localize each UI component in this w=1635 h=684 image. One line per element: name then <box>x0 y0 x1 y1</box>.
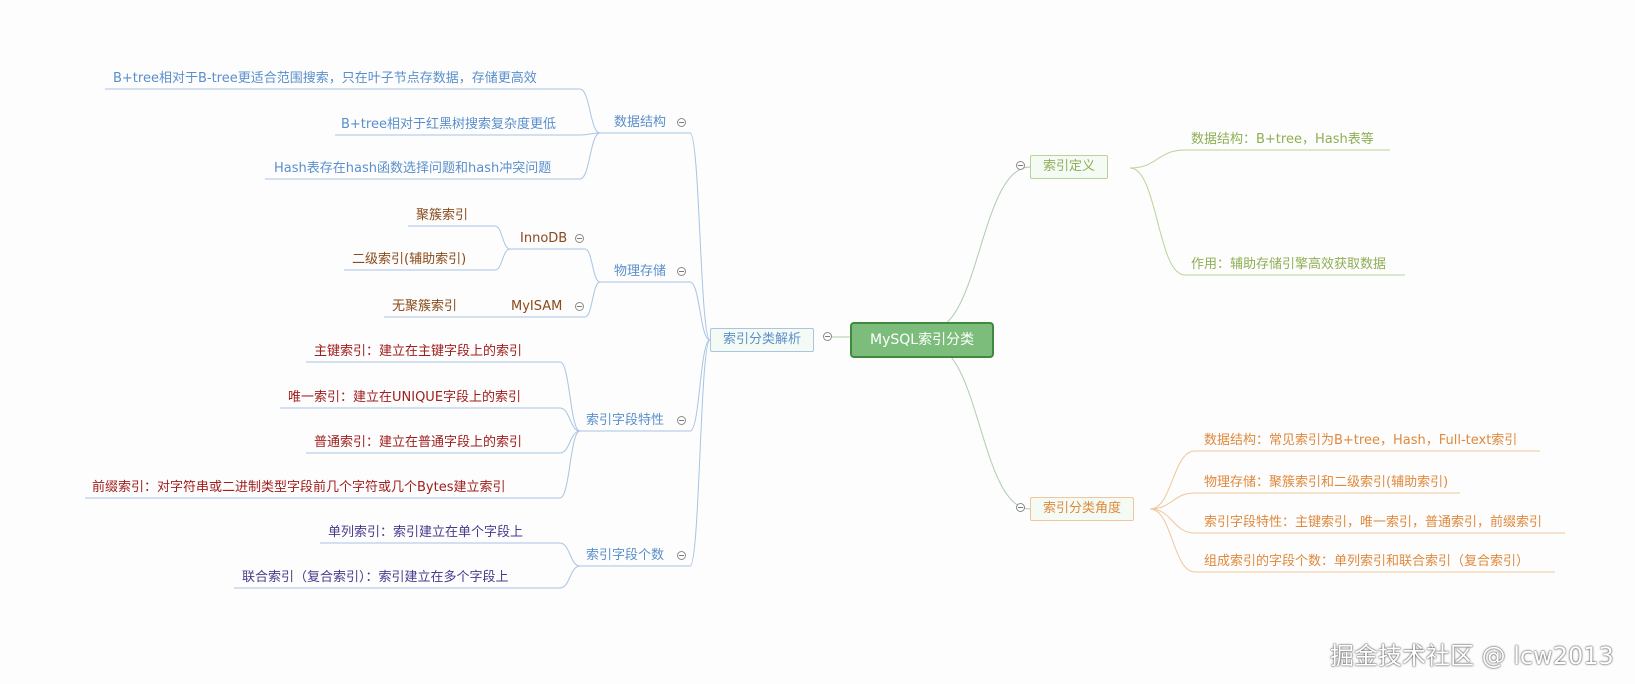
root-label: MySQL索引分类 <box>870 332 975 348</box>
leaf-single-column: 单列索引：索引建立在单个字段上 <box>328 525 524 540</box>
connector-curve <box>559 407 581 432</box>
connector-curve <box>689 339 711 567</box>
leaf-normal-index: 普通索引：建立在普通字段上的索引 <box>314 435 523 450</box>
connector-curve <box>1129 167 1186 276</box>
connector-curve <box>689 339 711 432</box>
collapse-icon[interactable] <box>677 551 686 560</box>
group-field-properties[interactable]: 索引字段特性 <box>586 413 665 428</box>
subgroup-innodb[interactable]: InnoDB <box>520 231 568 246</box>
subgroup-myisam[interactable]: MyISAM <box>511 299 563 314</box>
leaf-secondary-index: 二级索引(辅助索引) <box>352 252 467 267</box>
connector-curve <box>494 248 511 271</box>
branch-label: 索引分类角度 <box>1043 501 1122 516</box>
connector-curve <box>559 565 581 589</box>
group-data-structure[interactable]: 数据结构 <box>614 115 667 130</box>
leaf-primary-key: 主键索引：建立在主键字段上的索引 <box>314 344 523 359</box>
leaf-definition-structure: 数据结构：B+tree，Hash表等 <box>1191 132 1374 147</box>
branch-node-index-definition[interactable]: 索引定义 <box>1030 155 1109 179</box>
collapse-icon[interactable] <box>1016 161 1025 170</box>
collapse-icon[interactable] <box>677 267 686 276</box>
branch-label: 索引定义 <box>1043 159 1096 174</box>
connector-curve <box>559 361 581 432</box>
connector-curve <box>1129 149 1186 169</box>
connector-curve <box>929 166 1031 331</box>
collapse-icon[interactable] <box>575 302 584 311</box>
root-node[interactable]: MySQL索引分类 <box>850 322 995 358</box>
connector-curve <box>1149 492 1196 510</box>
leaf-prefix-index: 前缀索引：对字符串或二进制类型字段前几个字符或几个Bytes建立索引 <box>92 480 506 495</box>
leaf-angle-field-properties: 索引字段特性：主键索引，唯一索引，普通索引，前缀索引 <box>1204 515 1543 530</box>
connector-curve <box>494 225 511 250</box>
connector-curve <box>1149 450 1196 510</box>
leaf-unique-index: 唯一索引：建立在UNIQUE字段上的索引 <box>288 390 522 405</box>
leaf-angle-field-count: 组成索引的字段个数：单列索引和联合索引（复合索引） <box>1204 554 1530 569</box>
leaf-no-clustered-index: 无聚簇索引 <box>392 299 458 314</box>
leaf-composite-index: 联合索引（复合索引）：索引建立在多个字段上 <box>242 570 509 585</box>
connector-curve <box>584 281 601 318</box>
connector-curve <box>579 132 601 180</box>
branch-node-classification-angle[interactable]: 索引分类角度 <box>1030 497 1135 521</box>
connector-curve <box>579 132 601 136</box>
group-field-count[interactable]: 索引字段个数 <box>586 548 665 563</box>
branch-label: 索引分类解析 <box>723 332 802 347</box>
collapse-icon[interactable] <box>823 332 832 341</box>
leaf-hash-issues: Hash表存在hash函数选择问题和hash冲突问题 <box>274 161 552 176</box>
leaf-bplus-vs-btree: B+tree相对于B-tree更适合范围搜索，只在叶子节点存数据，存储更高效 <box>113 71 537 86</box>
group-physical-storage[interactable]: 物理存储 <box>614 264 667 279</box>
connector-curve <box>584 248 601 283</box>
leaf-angle-storage: 物理存储：聚簇索引和二级索引(辅助索引) <box>1204 475 1449 490</box>
leaf-angle-structure: 数据结构：常见索引为B+tree，Hash，Full-text索引 <box>1204 433 1518 448</box>
connector-curve <box>929 344 1031 510</box>
connector-curve <box>689 132 711 341</box>
connector-curve <box>579 88 601 134</box>
connector-curve <box>1149 508 1196 534</box>
connector-curve <box>559 430 581 499</box>
leaf-clustered-index: 聚簇索引 <box>416 208 469 223</box>
collapse-icon[interactable] <box>677 416 686 425</box>
leaf-bplus-vs-rbtree: B+tree相对于红黑树搜索复杂度更低 <box>341 117 556 132</box>
collapse-icon[interactable] <box>677 118 686 127</box>
connector-curve <box>689 281 711 341</box>
watermark: 掘金技术社区 @ lcw2013 <box>1330 642 1614 670</box>
collapse-icon[interactable] <box>575 234 584 243</box>
leaf-definition-purpose: 作用：辅助存储引擎高效获取数据 <box>1191 257 1387 272</box>
connector-curve <box>1149 508 1196 573</box>
connector-curve <box>559 542 581 567</box>
branch-node-index-analysis[interactable]: 索引分类解析 <box>710 328 815 352</box>
collapse-icon[interactable] <box>1016 503 1025 512</box>
